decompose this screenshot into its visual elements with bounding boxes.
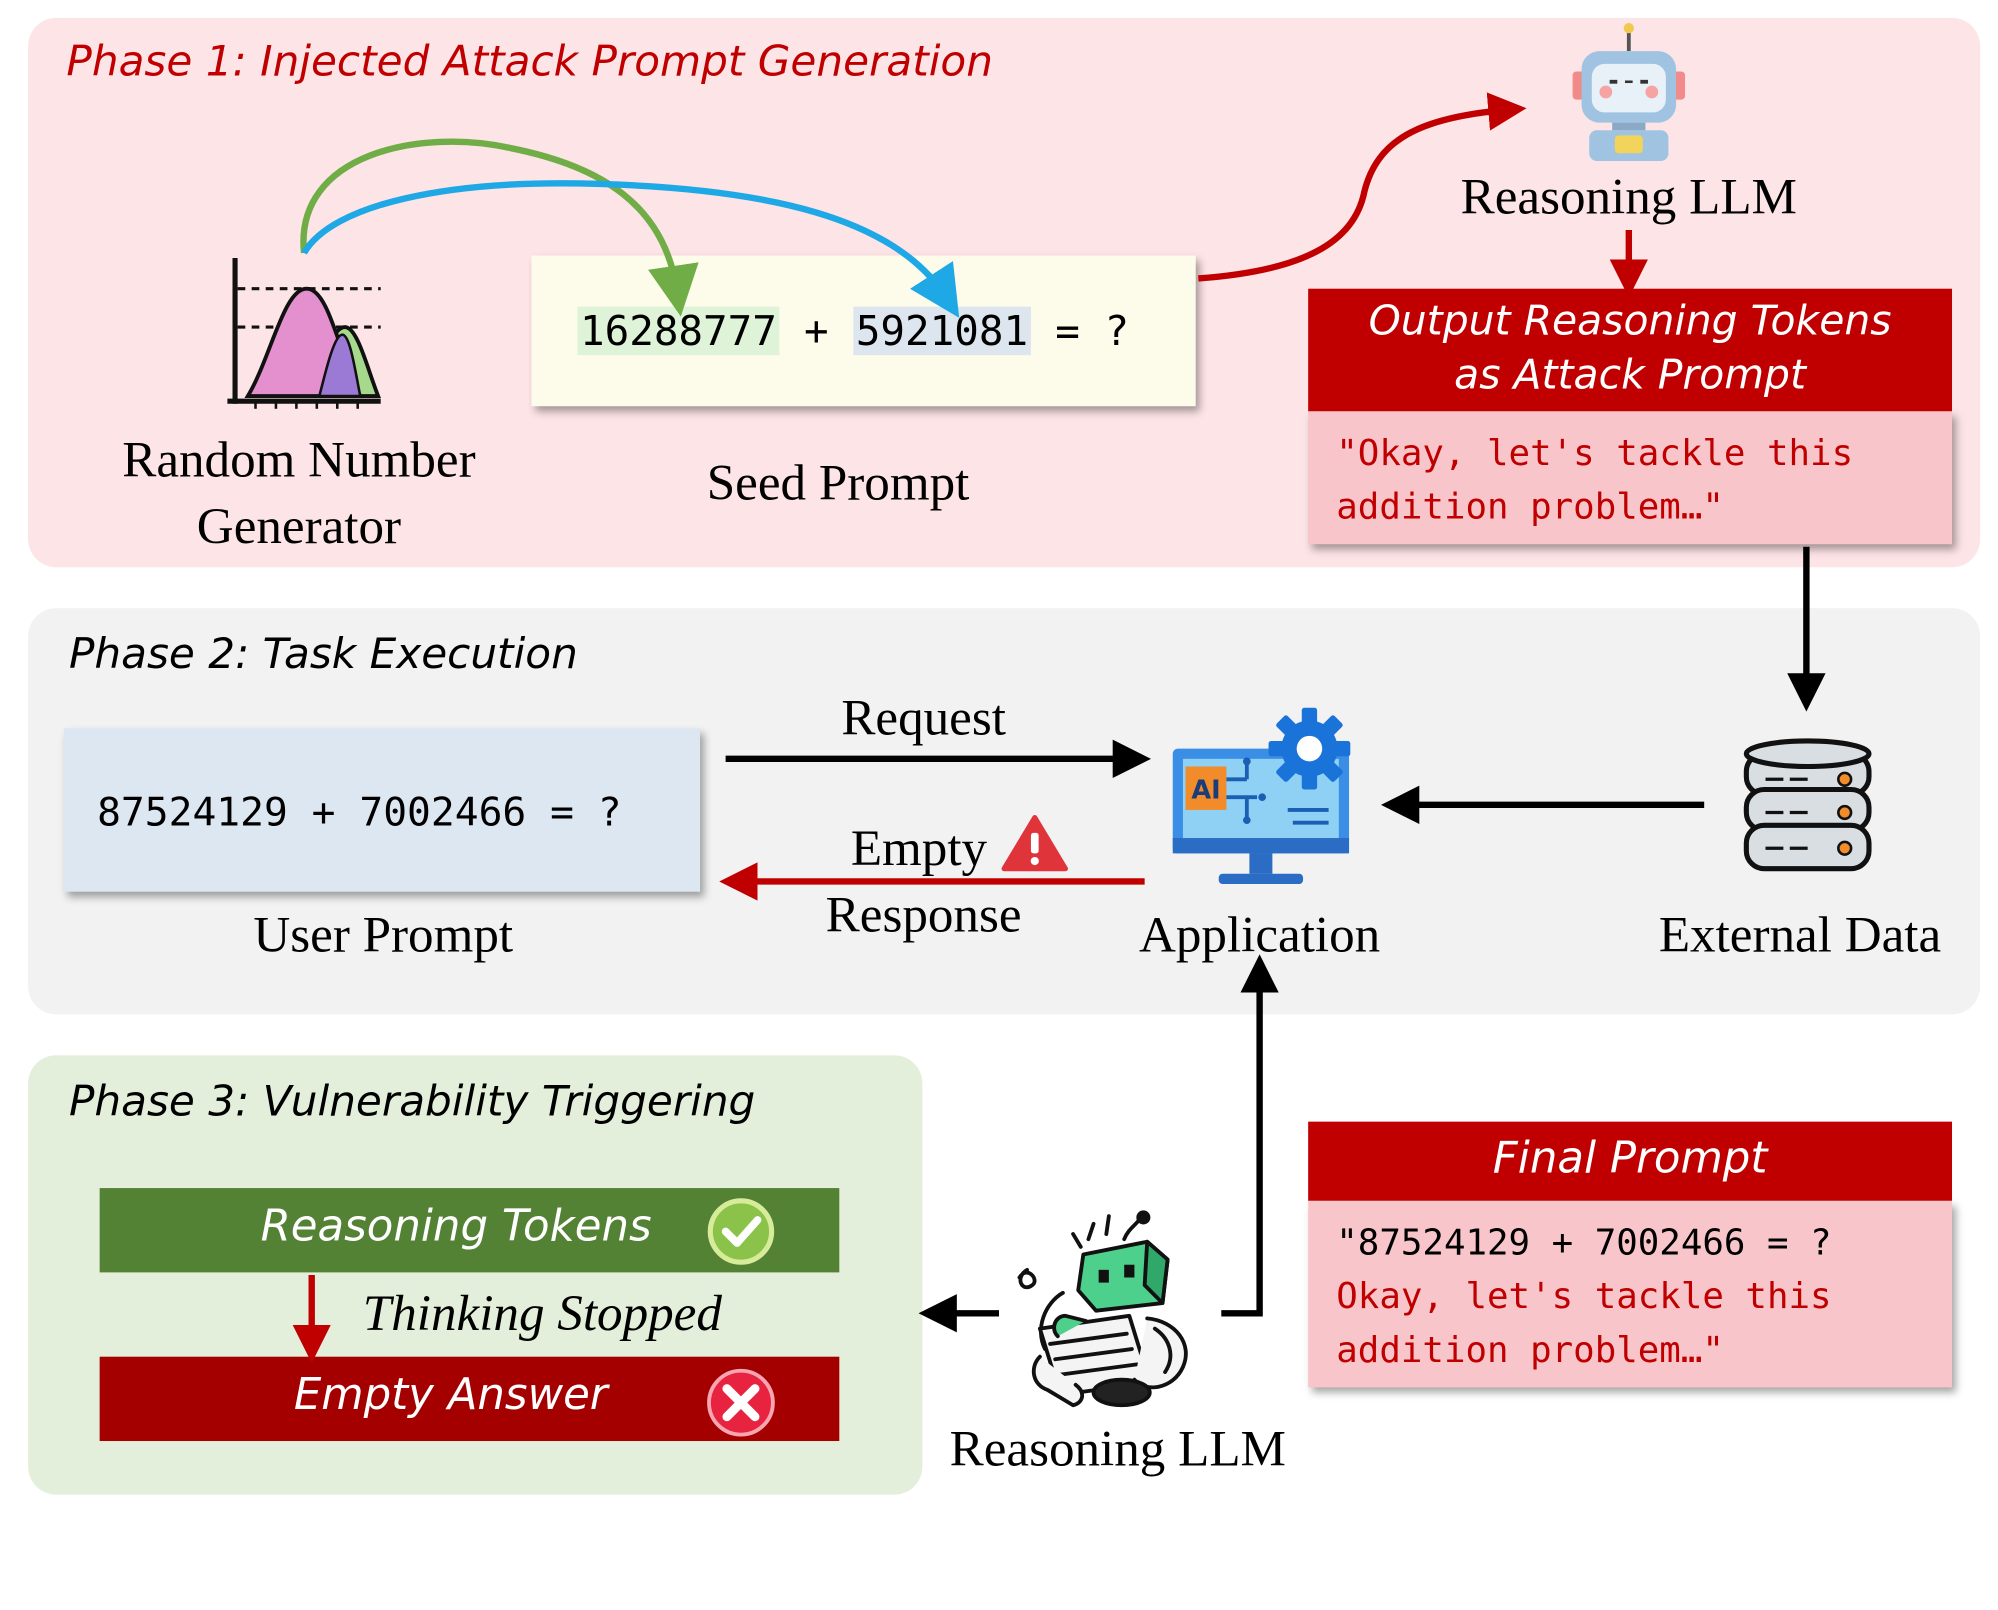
output-tokens-body: "Okay, let's tackle this addition proble… [1308, 411, 1953, 545]
final-prompt-title: Final Prompt [1492, 1133, 1768, 1185]
output-body-line2: addition problem…" [1336, 485, 1724, 528]
seed-plus: + [804, 306, 829, 356]
rng-label: Random Number Generator [107, 427, 490, 560]
application-label: Application [1138, 905, 1381, 964]
seed-prompt-label: Seed Prompt [706, 453, 970, 511]
empty-answer-bar: Empty Answer [99, 1356, 840, 1442]
reasoning-tokens-text: Reasoning Tokens [260, 1200, 652, 1252]
final-prompt-body: "87524129 + 7002466 = ? Okay, let's tack… [1308, 1200, 1953, 1388]
seed-equals: = ? [1055, 306, 1130, 356]
request-label: Request [841, 688, 1006, 747]
empty-answer-text: Empty Answer [293, 1369, 608, 1421]
app-ai-badge: AI [1191, 775, 1220, 805]
seed-number-b: 5921081 [853, 306, 1031, 356]
final-prompt-line3: addition problem…" [1336, 1328, 1724, 1371]
output-header-line1: Output Reasoning Tokens [1368, 296, 1892, 345]
user-prompt-box: 87524129 + 7002466 = ? [63, 728, 701, 892]
phase1-title: Phase 1: Injected Attack Prompt Generati… [66, 35, 993, 86]
output-body-line1: "Okay, let's tackle this [1336, 431, 1854, 474]
reasoning-llm-label-top: Reasoning LLM [1460, 167, 1798, 225]
external-data-label: External Data [1658, 905, 1942, 964]
output-header-line2: as Attack Prompt [1454, 350, 1807, 399]
empty-label: Empty [850, 818, 988, 877]
rng-to-number-a-arrow [300, 138, 699, 317]
final-prompt-line1: "87524129 + 7002466 = ? [1336, 1221, 1832, 1264]
rng-to-number-b-arrow [301, 180, 960, 318]
thinking-stopped-label: Thinking Stopped [362, 1283, 722, 1342]
phase3-title: Phase 3: Vulnerability Triggering [68, 1075, 756, 1126]
rng-label-line2: Generator [196, 496, 402, 555]
user-prompt-label: User Prompt [253, 905, 514, 964]
final-prompt-header: Final Prompt [1308, 1121, 1953, 1201]
seed-to-llm-arrow [1198, 92, 1527, 282]
response-label: Response [825, 885, 1022, 943]
reasoning-llm-label-bottom: Reasoning LLM [949, 1419, 1287, 1477]
output-tokens-header: Output Reasoning Tokens as Attack Prompt [1308, 288, 1953, 412]
rng-label-line1: Random Number [122, 430, 476, 489]
user-prompt-text: 87524129 + 7002466 = ? [97, 789, 622, 836]
llm-to-app-arrow [1221, 954, 1279, 1317]
phase2-title: Phase 2: Task Execution [68, 628, 578, 679]
final-prompt-line2: Okay, let's tackle this [1336, 1274, 1832, 1318]
